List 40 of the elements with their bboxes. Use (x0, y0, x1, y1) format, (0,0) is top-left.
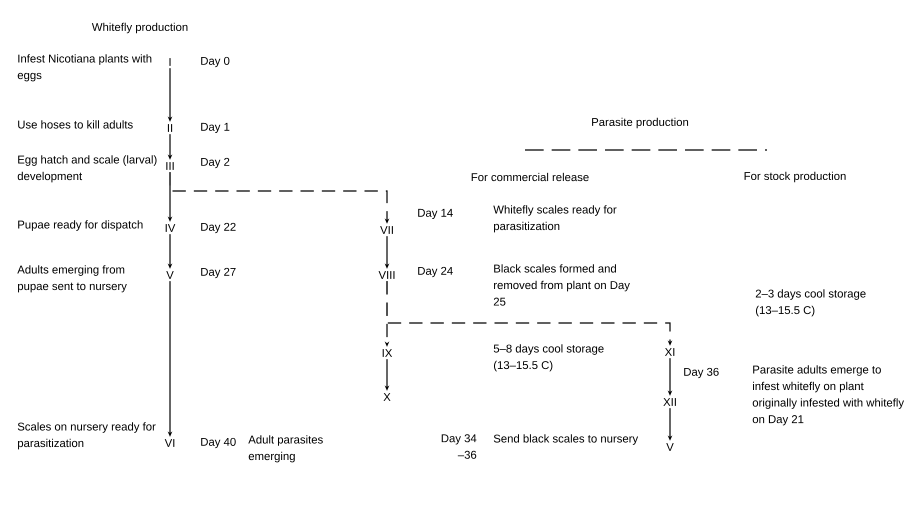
stage-description: Infest Nicotiana plants with eggs (18, 54, 152, 82)
stage-numeral: V (166, 271, 174, 279)
section-heading: Parasite production (592, 118, 688, 128)
day-label: Day 14 (418, 208, 453, 220)
section-heading: Whitefly production (92, 22, 188, 34)
stage-description: Send black scales to nursery (494, 434, 638, 445)
column-heading: For stock production (744, 172, 846, 182)
stage-description: Parasite adults emerge to infest whitefly on plant originally infested with whitefly on Day 21 (752, 365, 904, 426)
stage-numeral: XI (664, 348, 674, 356)
day-label: Day 24 (418, 266, 453, 278)
stage-numeral: XII (663, 398, 676, 406)
day-label: Day 0 (201, 56, 230, 68)
stage-description: Scales on nursery ready for parasitization (18, 422, 156, 450)
stage-description: Egg hatch and scale (larval) development (18, 155, 157, 182)
stage-numeral: VIII (378, 271, 394, 279)
stage-numeral: II (168, 124, 172, 132)
day-label: Day 22 (201, 222, 236, 234)
day-label: Day 40 (201, 438, 236, 448)
day-label: Day 34 –36 (442, 434, 476, 459)
stage-numeral: VI (164, 439, 174, 447)
day-label: Day 27 (201, 268, 236, 278)
day-label: Day 2 (201, 158, 230, 168)
stage-numeral: X (383, 393, 391, 401)
column-heading: For commercial release (472, 172, 589, 182)
storage-note: 5–8 days cool storage (13–15.5 C) (494, 344, 604, 372)
stage-description: Adults emerging from pupae sent to nursery (17, 265, 127, 292)
stage-numeral: IV (166, 224, 176, 232)
stage-numeral: IX (382, 349, 392, 357)
stage-numeral: III (166, 162, 174, 170)
stage-description: Black scales formed and removed from plant on Day 25 (494, 264, 630, 306)
stage-description: Adult parasites emerging (248, 435, 323, 462)
stage-numeral: V (666, 443, 674, 451)
day-label: Day 36 (684, 368, 719, 378)
day-label: Day 1 (201, 122, 230, 134)
stage-description: Pupae ready for dispatch (18, 220, 143, 231)
stage-numeral: I (169, 58, 171, 66)
stage-description: Use hoses to kill adults (18, 120, 133, 129)
storage-note: 2–3 days cool storage (13–15.5 C) (756, 289, 866, 316)
stage-numeral: VII (380, 226, 393, 234)
stage-description: Whitefly scales ready for parasitization (493, 205, 616, 232)
